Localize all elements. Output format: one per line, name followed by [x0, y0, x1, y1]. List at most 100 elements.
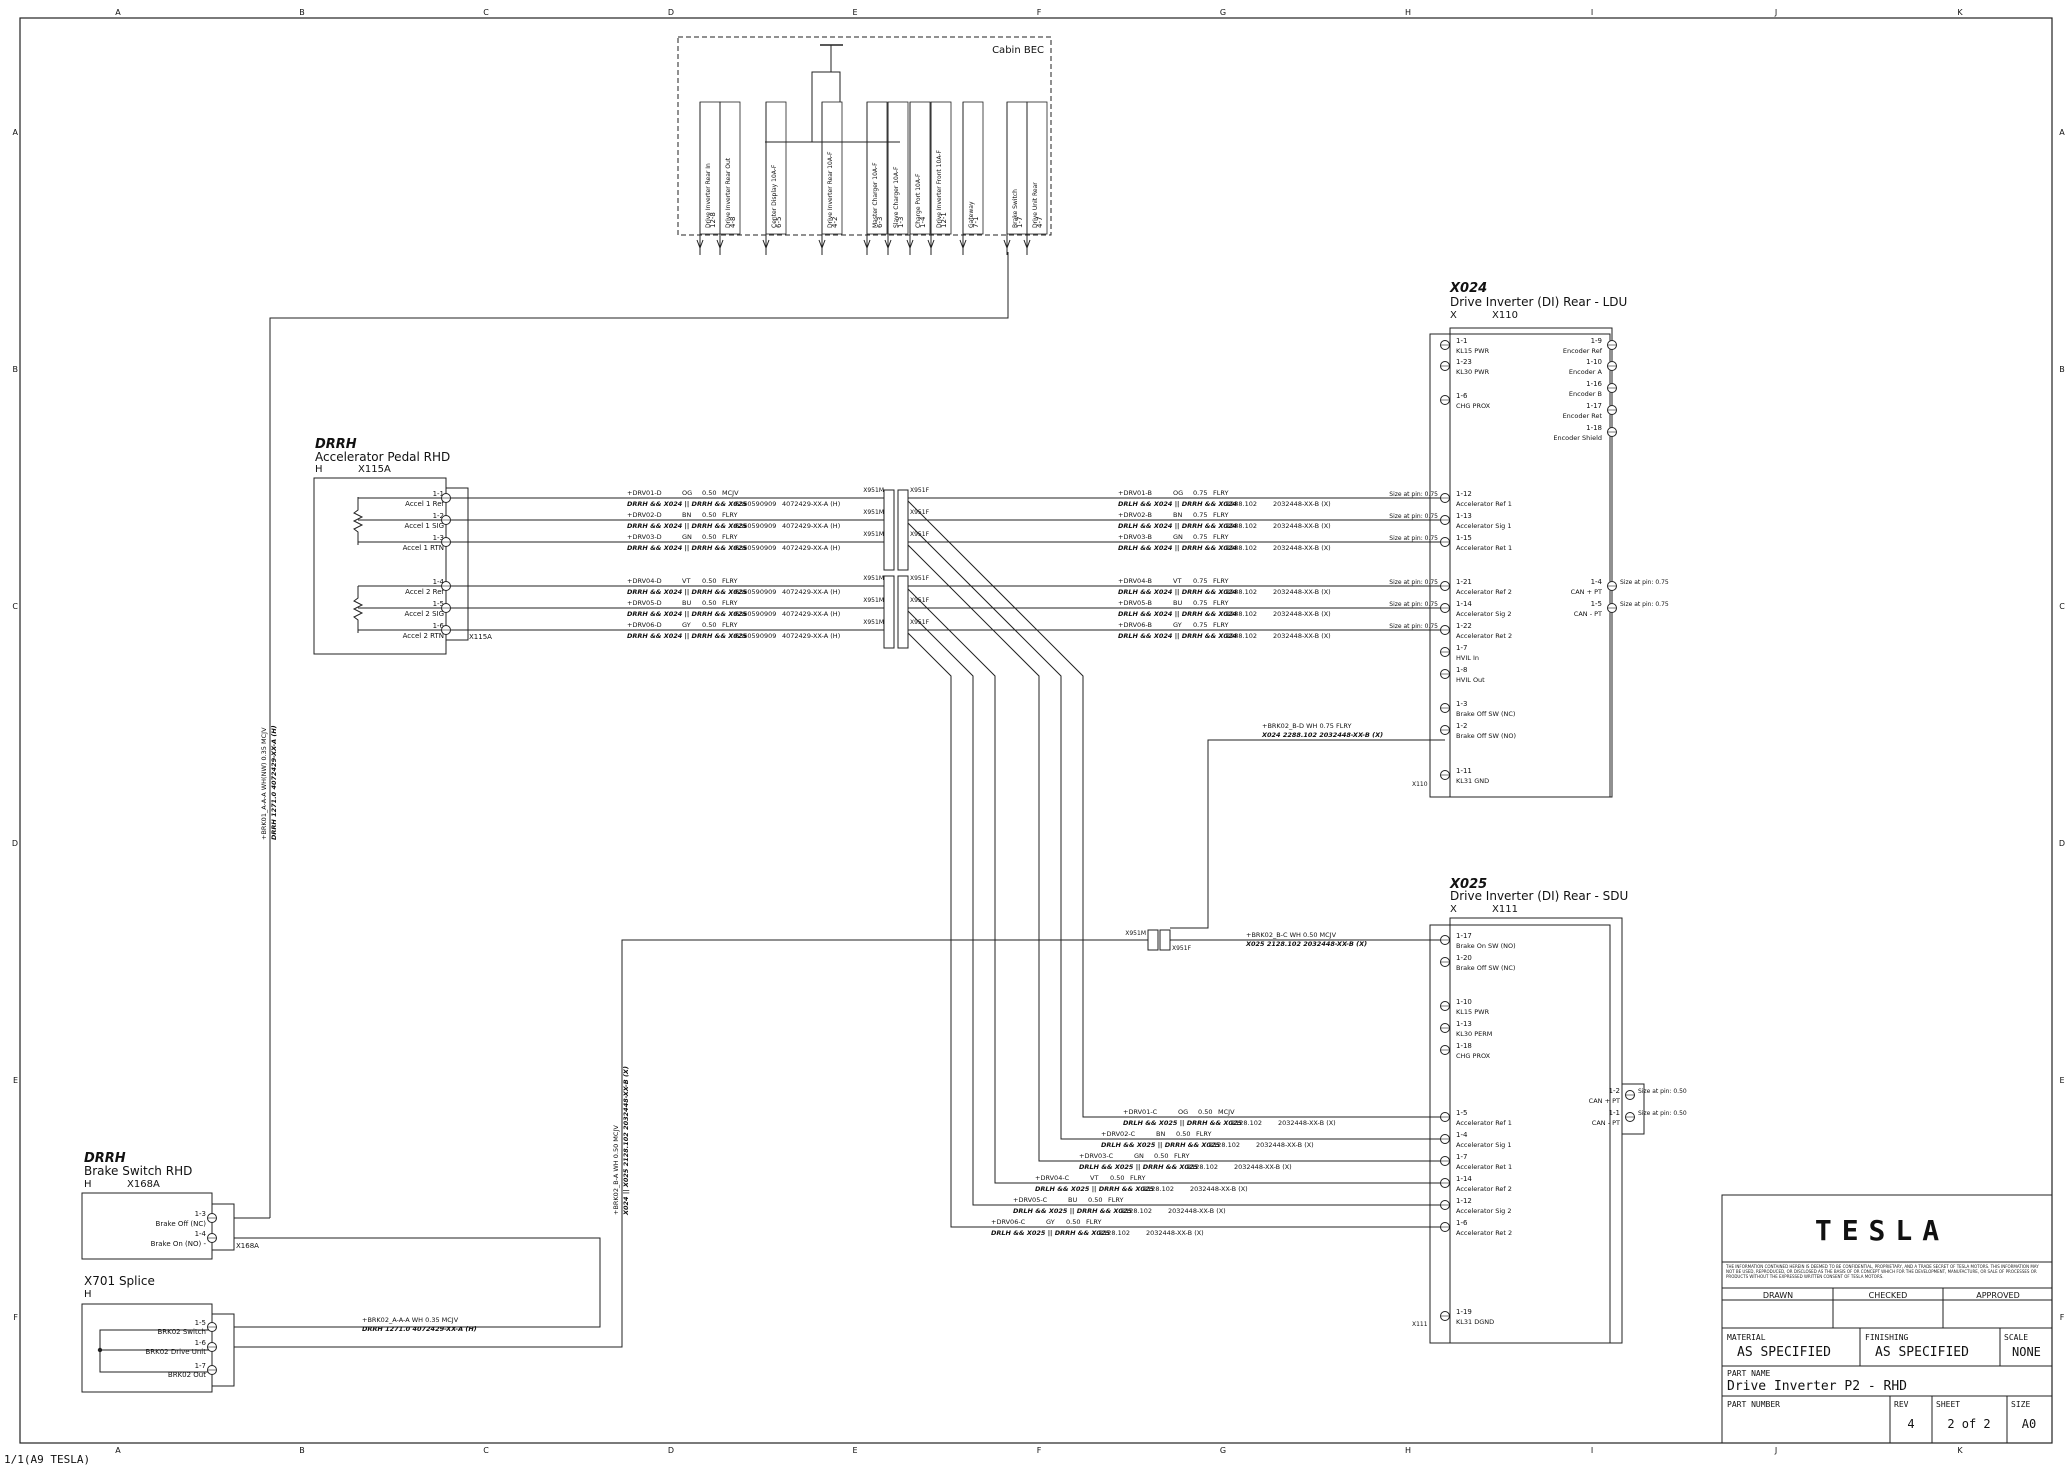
x024-pin-label: KL31 GND	[1456, 777, 1489, 785]
x024-pin-label: Brake Off SW (NO)	[1456, 732, 1516, 740]
x024-loc: X	[1450, 310, 1457, 321]
wire-x025	[907, 610, 1445, 1206]
grid-col-bottom: A	[115, 1446, 121, 1455]
x024-pin-num: 1-5	[1591, 600, 1602, 608]
brk-wire-x024	[1170, 739, 1445, 929]
wire-pn: 4072429-XX-A (H)	[782, 522, 840, 530]
wire-pin-size: Size at pin: 0.75	[1389, 579, 1438, 586]
bec-pin-label: Drive Inverter Front 10A-F	[936, 150, 943, 228]
wire-code: 2128.102	[1209, 1141, 1240, 1149]
wire-harness: DRLH && X025 || DRRH && X025	[1101, 1141, 1220, 1150]
rev-label: REV	[1894, 1400, 1909, 1409]
wire-color: BU	[1068, 1196, 1077, 1204]
x024-pin-label: Encoder Ret	[1563, 412, 1603, 420]
title-block: TESLA THE INFORMATION CONTAINED HEREIN I…	[1721, 1194, 2053, 1444]
bec-pin-num: 4-7	[1036, 217, 1044, 228]
x024-pin-num: 1-9	[1591, 337, 1602, 345]
wire-type: FLRY	[1213, 599, 1228, 607]
grid-col-bottom: J	[1774, 1446, 1777, 1455]
wire-size: 0.50	[1066, 1218, 1080, 1226]
grid-col-top: K	[1957, 8, 1963, 17]
inline-male-tag: X951M	[863, 575, 884, 582]
wire-pn: 2032448-XX-B (X)	[1234, 1163, 1292, 1171]
grid-col-top: H	[1405, 8, 1411, 17]
wire-pn: 2032448-XX-B (X)	[1190, 1185, 1248, 1193]
wire-pin-size: Size at pin: 0.75	[1389, 535, 1438, 542]
x024-pin-label: HVIL In	[1456, 654, 1479, 662]
wire-color: OG	[1173, 489, 1183, 497]
wire-harness: DRRH && X024 || DRRH && X025	[627, 500, 747, 509]
inline-connector-female	[897, 575, 909, 649]
wire-pn: 2032448-XX-B (X)	[1273, 588, 1331, 596]
brk-vert-right-sub: X024 || X025 2128.102 2032448-XX-B (X)	[622, 1066, 631, 1216]
inline-connector-female	[897, 489, 909, 571]
wire-color: BU	[682, 599, 691, 607]
wire-x025	[907, 522, 1445, 1140]
wire-code: 6360590909	[735, 522, 776, 530]
x024-pin-label: Encoder A	[1569, 368, 1603, 376]
wire-code: 2288.102	[1226, 610, 1257, 618]
bec-pin-num: 4-8	[729, 217, 737, 228]
wire-type: FLRY	[1108, 1196, 1123, 1204]
bec-pin-terminal-icon	[696, 239, 704, 250]
wire-size: 0.75	[1193, 533, 1207, 541]
grid-col-top: I	[1591, 8, 1593, 17]
wire-id: +DRV04-B	[1118, 577, 1152, 585]
grid-col-bottom: F	[1037, 1446, 1042, 1455]
x025-pin-label: Accelerator Ref 2	[1456, 1185, 1512, 1193]
wire-type: FLRY	[722, 577, 737, 585]
wire-color: VT	[1173, 577, 1181, 585]
grid-col-bottom: B	[299, 1446, 305, 1455]
wire-size: 0.50	[702, 511, 716, 519]
sheet-footer: 1/1(A9 TESLA)	[4, 1453, 90, 1466]
wire-color: GY	[1173, 621, 1182, 629]
x024-pin-num: 1-1	[1456, 337, 1467, 345]
bec-pin-num: 12-8	[709, 212, 717, 228]
brake-pin-label: Brake On (NO) -	[151, 1240, 207, 1248]
wire-size: 0.50	[702, 489, 716, 497]
x025-name: Drive Inverter (DI) Rear - SDU	[1450, 889, 1628, 903]
wire-code: 6360590909	[735, 610, 776, 618]
bec-pin-label: Gateway	[968, 201, 975, 228]
bec-pin-num: 1-4	[919, 216, 927, 228]
x024-pin-num: 1-23	[1456, 358, 1472, 366]
bec-pin-label: Drive Inverter Rear In	[705, 163, 712, 228]
wire-x025	[907, 544, 1445, 1162]
wire-type: FLRY	[722, 511, 737, 519]
wire-size: 0.75	[1193, 577, 1207, 585]
wire-color: OG	[1178, 1108, 1188, 1116]
grid-col-bottom: C	[483, 1446, 489, 1455]
pedal-pin-num: 1-5	[433, 600, 444, 608]
x701-pin-label: BRK02 Out	[168, 1371, 206, 1379]
wire-color: VT	[682, 577, 690, 585]
wire-pin-size: Size at pin: 0.75	[1389, 601, 1438, 608]
wire-harness: DRLH && X024 || DRRH && X024	[1118, 500, 1237, 509]
wire-id: +DRV01-D	[627, 489, 662, 497]
wire-code: 2128.102	[1143, 1185, 1174, 1193]
wire-color: GN	[1173, 533, 1183, 541]
wire-pn: 4072429-XX-A (H)	[782, 610, 840, 618]
wire-harness: DRRH && X024 || DRRH && X025	[627, 522, 747, 531]
wire-pn: 2032448-XX-B (X)	[1273, 544, 1331, 552]
bec-pin-num: 1-7	[1016, 217, 1024, 228]
pot-1-icon	[352, 497, 364, 545]
wire-harness: DRLH && X024 || DRRH && X024	[1118, 522, 1237, 531]
bec-pin-label: Drive Inverter Rear 10A-F	[827, 151, 834, 228]
x025-pin-num: 1-1	[1609, 1109, 1620, 1117]
x025-pin-label: Accelerator Ref 1	[1456, 1119, 1512, 1127]
wire-size: 0.75	[1193, 599, 1207, 607]
wire-color: BU	[1173, 599, 1182, 607]
bec-pin-label: Drive Unit Rear	[1032, 182, 1039, 228]
cabin-bec-outline	[677, 36, 1052, 236]
grid-col-top: J	[1774, 8, 1777, 17]
x025-pin-label: CAN - PT	[1592, 1119, 1620, 1127]
wire-harness: DRLH && X025 || DRRH && X025	[1123, 1119, 1242, 1128]
x025-block: X025 Drive Inverter (DI) Rear - SDU X X1…	[1412, 877, 1687, 1344]
wire-id: +DRV03-D	[627, 533, 662, 541]
pot-2-icon	[352, 586, 364, 633]
